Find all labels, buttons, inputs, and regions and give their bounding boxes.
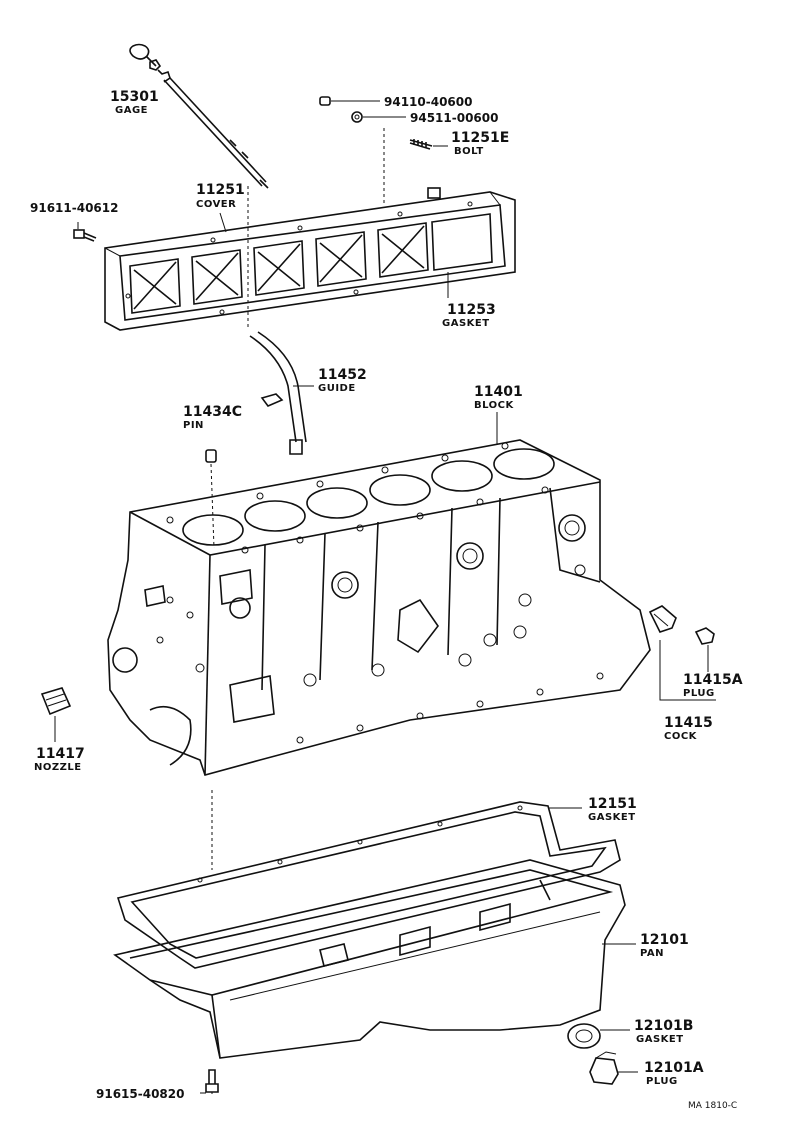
label-11434C-number: 11434C — [183, 404, 242, 420]
label-11253-name: GASKET — [442, 318, 490, 329]
label-11415A-name: PLUG — [683, 688, 715, 699]
oil-gage-drawing — [129, 43, 269, 189]
label-11251-name: COVER — [196, 199, 236, 210]
label-15301-name: GAGE — [115, 105, 148, 116]
label-12101-number: 12101 — [640, 932, 689, 948]
label-11417-name: NOZZLE — [34, 762, 82, 773]
bolt-91611-drawing — [73, 222, 97, 242]
label-11417-number: 11417 — [36, 746, 85, 762]
washer-94511-drawing — [351, 111, 406, 123]
label-12101A-number: 12101A — [644, 1060, 704, 1076]
label-12101-name: PAN — [640, 948, 664, 959]
label-12151-number: 12151 — [588, 796, 637, 812]
label-11251E-name: BOLT — [454, 146, 484, 157]
drain-gasket-12101B-drawing — [567, 1023, 601, 1049]
label-12101B-name: GASKET — [636, 1034, 684, 1045]
drain-cock-drawing — [648, 605, 677, 633]
oil-pan-gasket-drawing — [116, 801, 621, 969]
label-11251-number: 11251 — [196, 182, 245, 198]
label-91611-number: 91611-40612 — [30, 201, 118, 215]
label-11401-number: 11401 — [474, 384, 523, 400]
label-94110-number: 94110-40600 — [384, 95, 472, 109]
label-15301-number: 15301 — [110, 89, 159, 105]
diagram-code: MA 1810-C — [688, 1101, 737, 1111]
drain-plug-12101A-drawing — [589, 1051, 619, 1085]
label-11401-name: BLOCK — [474, 400, 514, 411]
label-11415-name: COCK — [664, 731, 698, 742]
side-cover-drawing — [104, 187, 516, 331]
label-11253-number: 11253 — [447, 302, 496, 318]
gage-guide-drawing — [249, 331, 307, 455]
label-12101A-name: PLUG — [646, 1076, 678, 1087]
label-11415A-number: 11415A — [683, 672, 743, 688]
label-11415-number: 11415 — [664, 715, 713, 731]
drain-plug-11415A-drawing — [694, 627, 715, 645]
stud-11251E-drawing — [409, 139, 448, 150]
label-91615-number: 91615-40820 — [96, 1087, 184, 1101]
nozzle-11417-drawing — [40, 687, 72, 716]
pin-11434C-drawing — [205, 449, 217, 463]
bolt-91615-drawing — [205, 1069, 219, 1093]
label-11452-number: 11452 — [318, 367, 367, 383]
label-11434C-name: PIN — [183, 420, 204, 431]
label-94511-number: 94511-00600 — [410, 111, 498, 125]
oil-pan-drawing — [113, 859, 626, 1059]
label-11452-name: GUIDE — [318, 383, 356, 394]
label-12151-name: GASKET — [588, 812, 636, 823]
bolt-94110-drawing — [319, 96, 380, 106]
label-11251E-number: 11251E — [451, 130, 509, 146]
cylinder-block-drawing — [107, 439, 651, 776]
label-12101B-number: 12101B — [634, 1018, 693, 1034]
